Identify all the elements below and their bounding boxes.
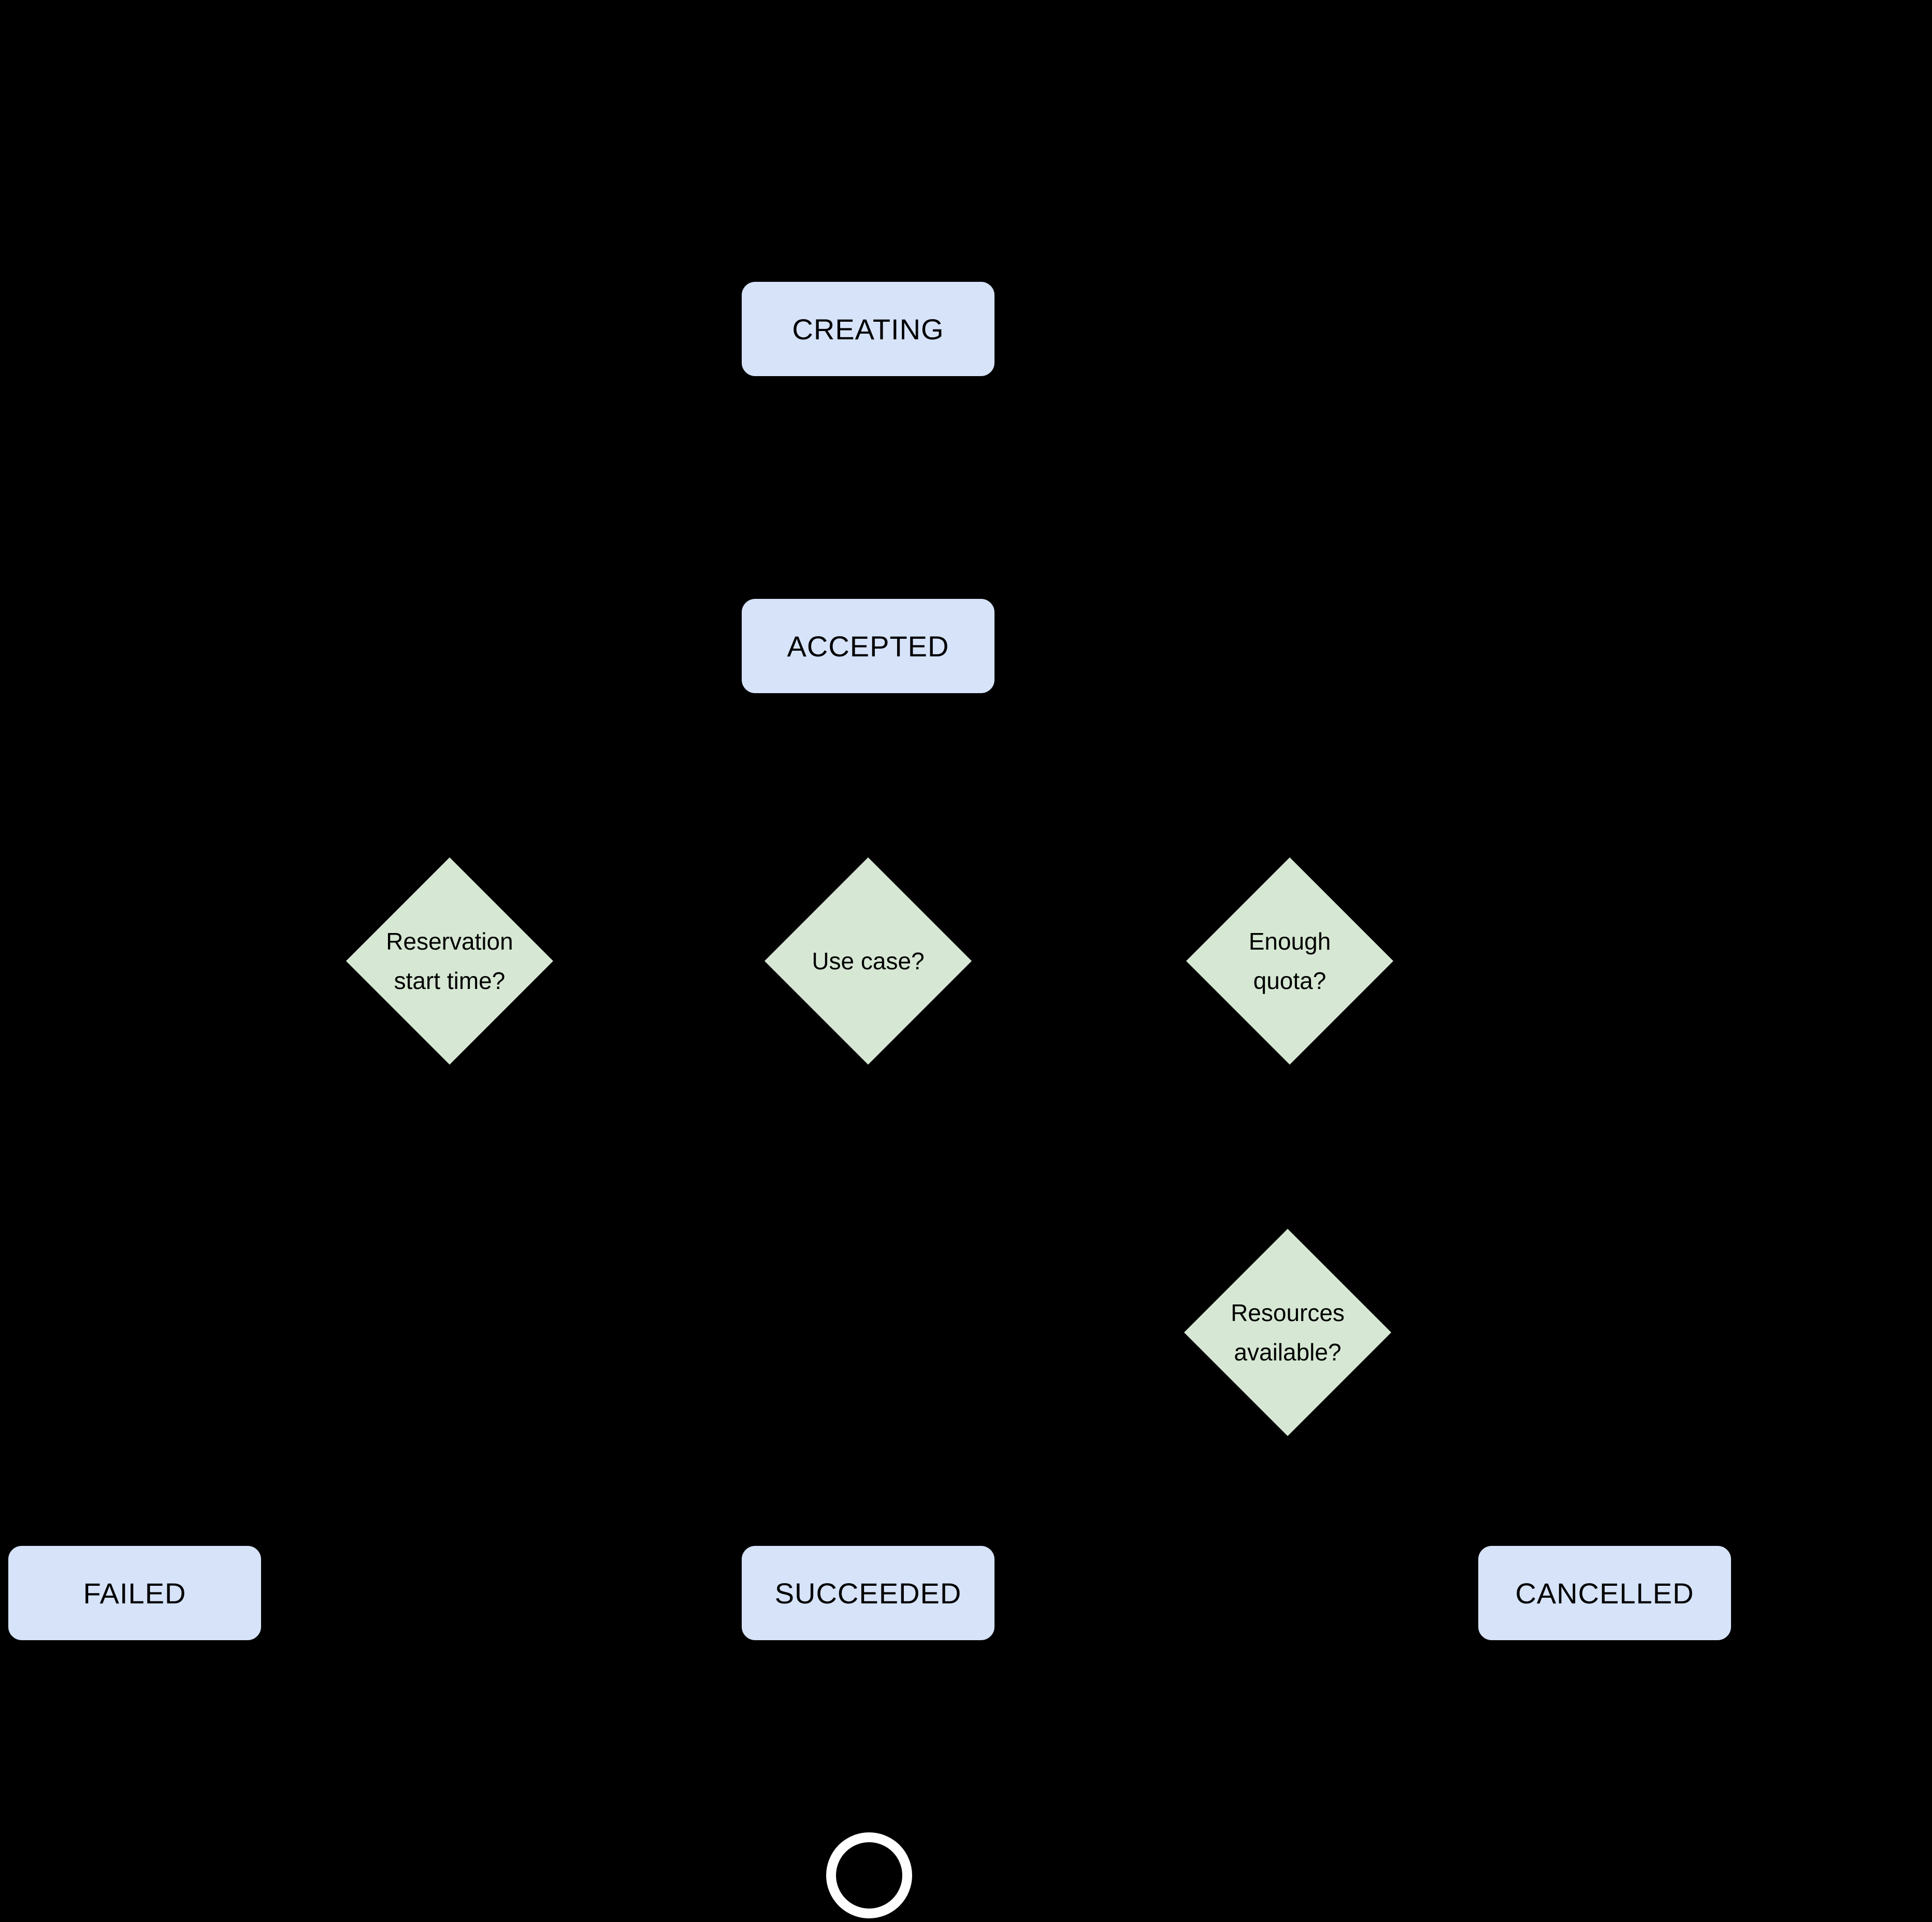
final-state-icon xyxy=(826,1832,912,1918)
state-label-failed: FAILED xyxy=(83,1576,186,1610)
state-node-accepted: ACCEPTED xyxy=(740,597,997,695)
state-label-succeeded: SUCCEEDED xyxy=(774,1576,962,1610)
decision-label-line: start time? xyxy=(394,967,506,994)
decision-node-enough-quota: Enough quota? xyxy=(1186,857,1393,1065)
state-label-cancelled: CANCELLED xyxy=(1515,1576,1694,1610)
state-node-cancelled: CANCELLED xyxy=(1476,1544,1733,1642)
state-label-accepted: ACCEPTED xyxy=(787,629,949,663)
decision-node-resources-available: Resources available? xyxy=(1184,1229,1391,1436)
decision-node-reservation-start-time: Reservation start time? xyxy=(346,857,553,1065)
decision-label-line: quota? xyxy=(1253,967,1327,994)
state-label-creating: CREATING xyxy=(792,312,944,346)
decision-label-line: Use case? xyxy=(812,948,925,974)
decision-label-line: Enough xyxy=(1248,928,1331,955)
decision-label-line: available? xyxy=(1234,1339,1342,1366)
decision-label-line: Resources xyxy=(1231,1299,1345,1326)
decision-label-line: Reservation xyxy=(386,928,513,955)
state-node-creating: CREATING xyxy=(740,280,997,378)
state-node-failed: FAILED xyxy=(6,1544,263,1642)
decision-node-use-case: Use case? xyxy=(765,857,972,1065)
state-node-succeeded: SUCCEEDED xyxy=(740,1544,997,1642)
